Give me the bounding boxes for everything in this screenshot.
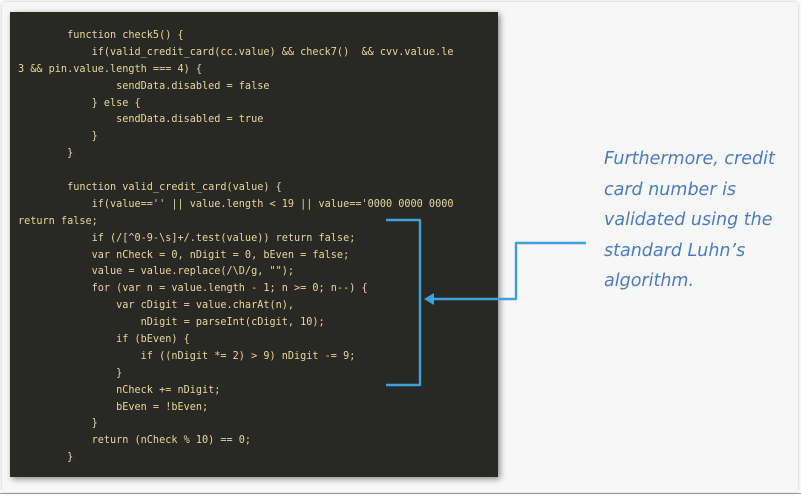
annotation-line: algorithm. bbox=[604, 271, 695, 291]
code-line: } bbox=[18, 418, 98, 430]
code-line: nCheck += nDigit; bbox=[18, 384, 221, 396]
connector-line bbox=[432, 241, 586, 301]
annotation-line: Furthermore, credit bbox=[604, 149, 775, 169]
luhn-bracket bbox=[386, 218, 422, 387]
code-line: if(value=='' || value.length < 19 || val… bbox=[18, 198, 454, 210]
code-line: } bbox=[18, 367, 123, 379]
code-line: function valid_credit_card(value) { bbox=[18, 182, 282, 194]
luhn-annotation: Furthermore, credit card number is valid… bbox=[604, 144, 794, 297]
code-line: for (var n = value.length - 1; n >= 0; n… bbox=[18, 283, 368, 295]
code-screenshot: function check5() { if(valid_credit_card… bbox=[10, 12, 498, 477]
code-line: sendData.disabled = true bbox=[18, 114, 264, 126]
code-line: if (bEven) { bbox=[18, 334, 190, 346]
code-line: var cDigit = value.charAt(n), bbox=[18, 300, 295, 312]
code-line: } bbox=[18, 148, 74, 160]
code-line: if ((nDigit *= 2) > 9) nDigit -= 9; bbox=[18, 350, 356, 362]
code-line: return false; bbox=[18, 215, 98, 227]
code-line: sendData.disabled = false bbox=[18, 80, 270, 92]
code-line: function check5() { bbox=[18, 30, 184, 41]
annotation-line: card number is bbox=[604, 179, 737, 200]
code-line: bEven = !bEven; bbox=[18, 401, 209, 413]
code-line: nDigit = parseInt(cDigit, 10); bbox=[18, 317, 325, 329]
annotation-line: validated using the bbox=[604, 210, 773, 230]
code-line: value = value.replace(/\D/g, ""); bbox=[18, 266, 295, 278]
bottom-divider bbox=[0, 493, 801, 494]
code-line: } bbox=[18, 452, 74, 464]
code-block: function check5() { if(valid_credit_card… bbox=[18, 28, 498, 467]
code-line: } else { bbox=[18, 97, 141, 109]
code-line: var nCheck = 0, nDigit = 0, bEven = fals… bbox=[18, 249, 350, 261]
code-line: } bbox=[18, 131, 98, 143]
code-line: 3 && pin.value.length === 4) { bbox=[18, 63, 203, 75]
code-line: if (/[^0-9-\s]+/.test(value)) return fal… bbox=[18, 232, 356, 244]
code-line: return (nCheck % 10) == 0; bbox=[18, 435, 252, 447]
arrowhead-icon bbox=[424, 293, 434, 305]
code-line: if(valid_credit_card(cc.value) && check7… bbox=[18, 46, 454, 58]
annotation-line: standard Luhn’s bbox=[604, 240, 746, 261]
